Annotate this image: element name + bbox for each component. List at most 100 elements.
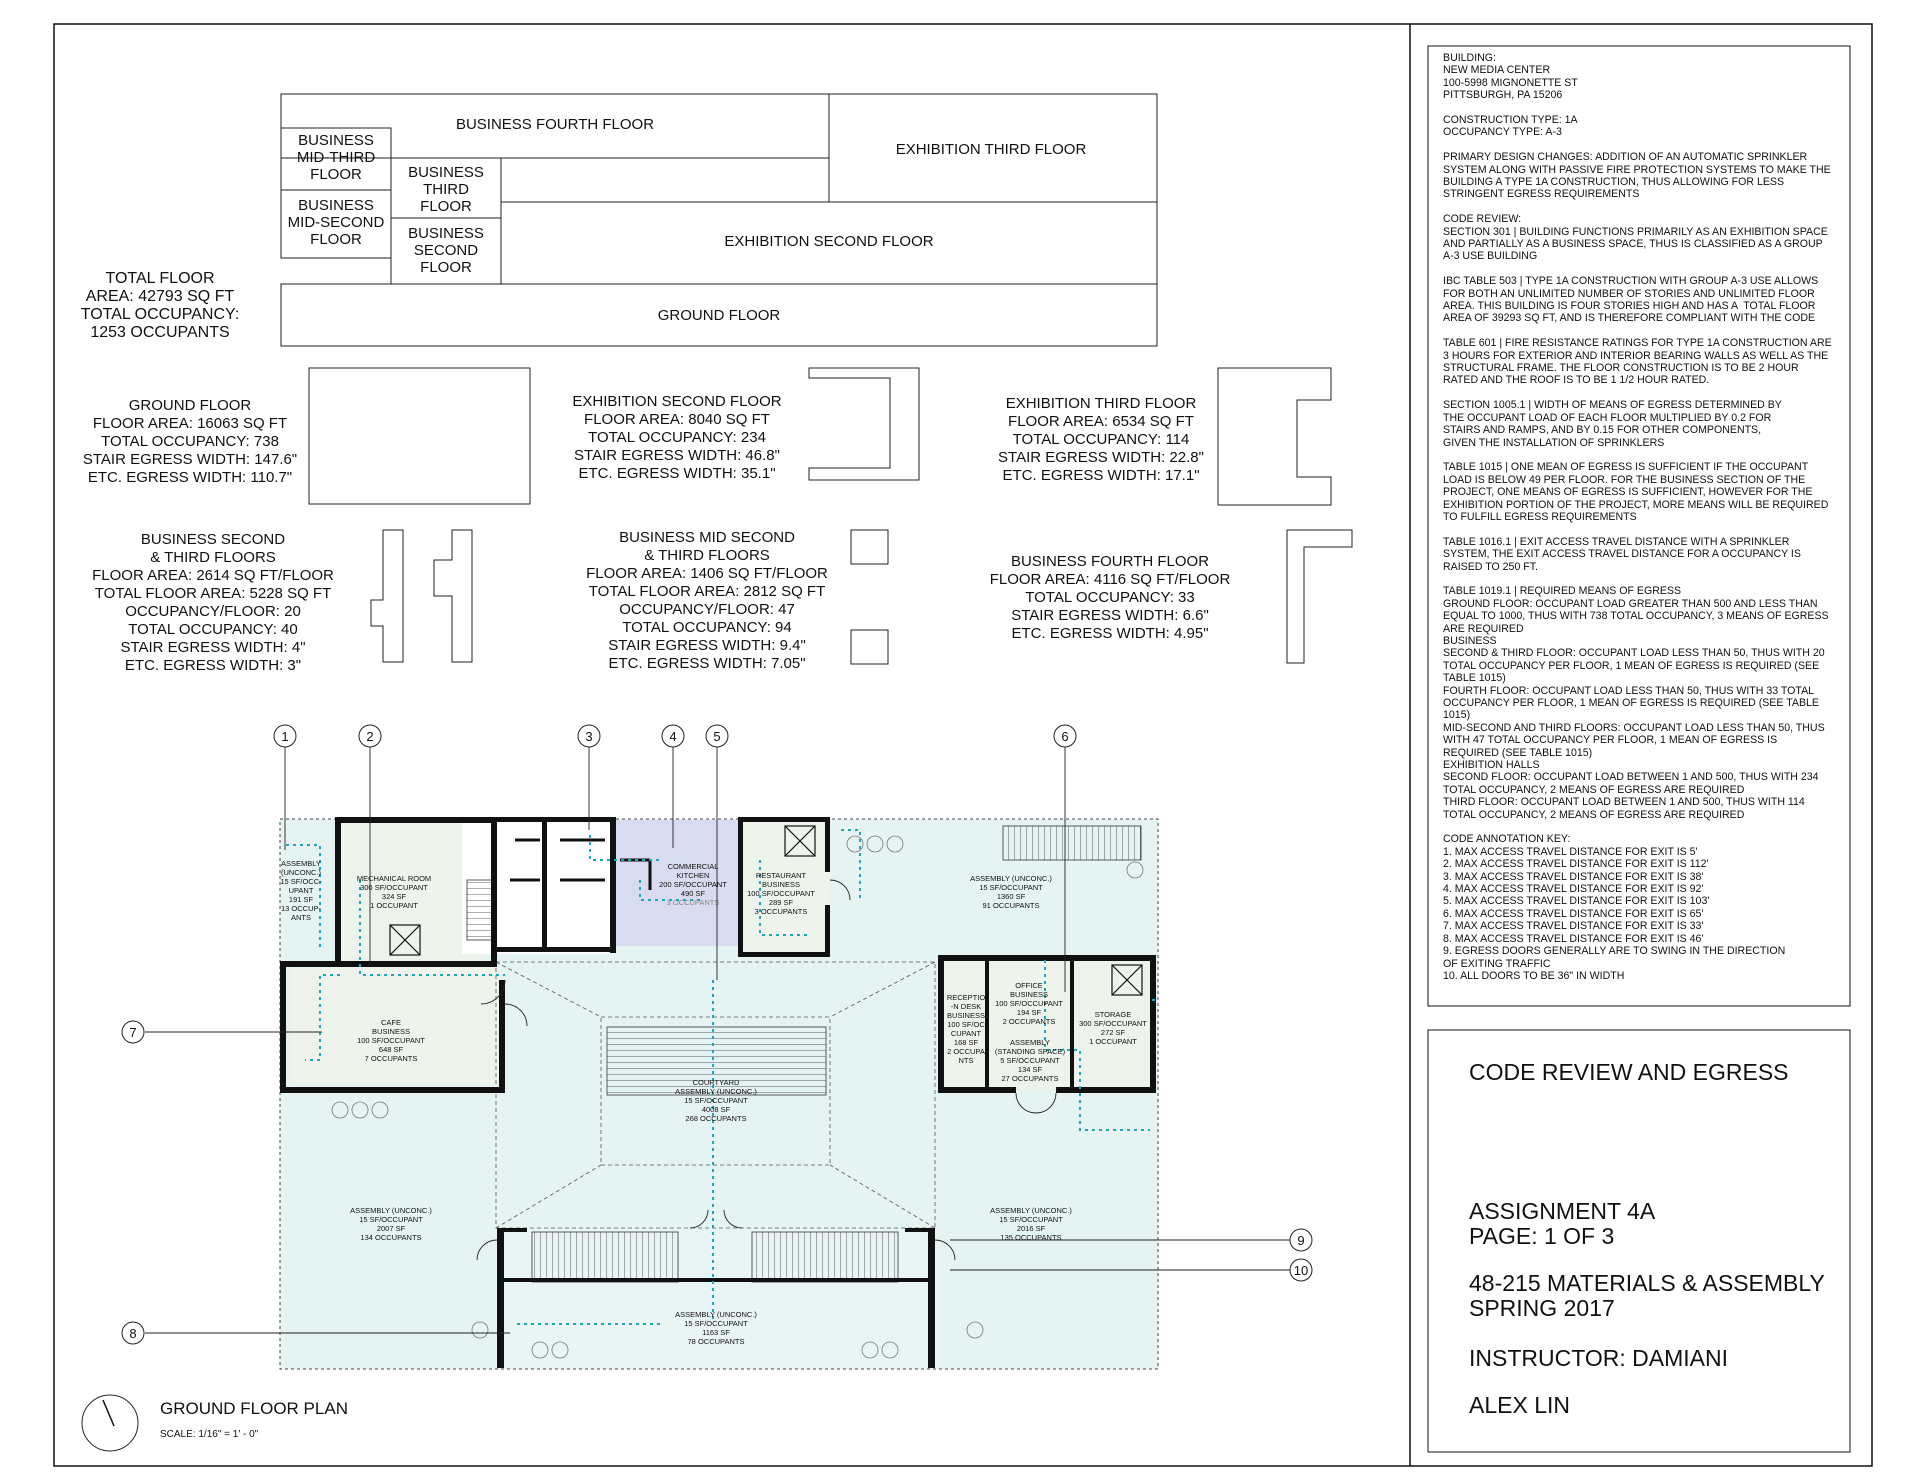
stack-business-mid-third-1: BUSINESS (298, 132, 374, 149)
svg-text:(UNCONC.): (UNCONC.) (281, 868, 321, 877)
svg-text:15 SF/OCCUPANT: 15 SF/OCCUPANT (999, 1215, 1063, 1224)
svg-text:ANTS: ANTS (291, 913, 311, 922)
svg-text:3: 3 (585, 729, 592, 744)
stack-business-second-2: SECOND (414, 242, 478, 259)
notes-line: SECOND & THIRD FLOOR: OCCUPANT LOAD LESS… (1443, 647, 1825, 660)
page-label: PAGE: 1 OF 3 (1469, 1223, 1615, 1249)
svg-text:TOTAL OCCUPANCY: 114: TOTAL OCCUPANCY: 114 (1013, 431, 1190, 448)
svg-text:15 SF/OCCUPANT: 15 SF/OCCUPANT (684, 1096, 748, 1105)
room-mechanical: MECHANICAL ROOM 300 SF/OCCUPANT 324 SF 1… (357, 874, 431, 910)
notes-block: CODE REVIEW:SECTION 301 | BUILDING FUNCT… (1443, 213, 1861, 263)
notes-line: 100-5998 MIGNONETTE ST (1443, 76, 1578, 89)
svg-text:ASSEMBLY: ASSEMBLY (281, 859, 321, 868)
svg-text:1253 OCCUPANTS: 1253 OCCUPANTS (90, 324, 229, 341)
svg-text:2: 2 (366, 729, 373, 744)
notes-line: CONSTRUCTION TYPE: 1A (1443, 114, 1578, 127)
notes-line: TABLE 601 | FIRE RESISTANCE RATINGS FOR … (1443, 337, 1832, 350)
notes-line: MID-SECOND AND THIRD FLOORS: OCCUPANT LO… (1443, 721, 1825, 734)
stack-business-second-3: FLOOR (420, 259, 472, 276)
svg-text:15 SF/OCCUPANT: 15 SF/OCCUPANT (684, 1319, 748, 1328)
plan-room-labels: ASSEMBLY (UNCONC.) 15 SF/OCC- UPANT 191 … (280, 859, 1147, 1346)
summary-business-fourth: BUSINESS FOURTH FLOOR FLOOR AREA: 4116 S… (990, 553, 1231, 642)
svg-text:OCCUPANCY/FLOOR: 20: OCCUPANCY/FLOOR: 20 (125, 603, 301, 620)
svg-text:27 OCCUPANTS: 27 OCCUPANTS (1002, 1074, 1059, 1083)
notes-line: GIVEN THE INSTALLATION OF SPRINKLERS (1443, 436, 1665, 449)
svg-text:1 OCCUPANT: 1 OCCUPANT (1089, 1037, 1137, 1046)
notes-line: 3. MAX ACCESS TRAVEL DISTANCE FOR EXIT I… (1443, 870, 1704, 883)
svg-text:191 SF: 191 SF (289, 895, 314, 904)
outline-business-fourth (1286, 529, 1353, 664)
notes-line: SYSTEM ALONG WITH PASSIVE FIRE PROTECTIO… (1443, 163, 1831, 176)
svg-text:15 SF/OCCUPANT: 15 SF/OCCUPANT (979, 883, 1043, 892)
notes-block: TABLE 1015 | ONE MEAN OF EGRESS IS SUFFI… (1443, 461, 1861, 523)
notes-line: EQUAL TO 1000, THUS WITH 738 TOTAL OCCUP… (1443, 610, 1829, 623)
outline-business-third (433, 529, 473, 663)
marker-9: 9 (1289, 1228, 1313, 1252)
svg-text:TOTAL FLOOR AREA: 5228 SQ FT: TOTAL FLOOR AREA: 5228 SQ FT (95, 585, 331, 602)
room-restaurant: RESTAURANT BUSINESS 100 SF/OCCUPANT 289 … (747, 871, 815, 916)
room-cafe: CAFE BUSINESS 100 SF/OCCUPANT 648 SF 7 O… (357, 1018, 425, 1063)
notes-block: SECTION 1005.1 | WIDTH OF MEANS OF EGRES… (1443, 399, 1861, 449)
svg-text:5 SF/OCCUPANT: 5 SF/OCCUPANT (1000, 1056, 1060, 1065)
svg-text:CUPANT: CUPANT (951, 1029, 982, 1038)
notes-line: CODE ANNOTATION KEY: (1443, 833, 1571, 846)
svg-text:ETC. EGRESS WIDTH: 110.7": ETC. EGRESS WIDTH: 110.7" (88, 469, 292, 486)
summary-exhibition-third: EXHIBITION THIRD FLOOR FLOOR AREA: 6534 … (998, 395, 1204, 484)
outline-business-mid-second (850, 529, 889, 565)
course-label: 48-215 MATERIALS & ASSEMBLY (1469, 1270, 1825, 1296)
notes-line: SECTION 1005.1 | WIDTH OF MEANS OF EGRES… (1443, 399, 1782, 412)
svg-text:FLOOR AREA: 6534 SQ FT: FLOOR AREA: 6534 SQ FT (1008, 413, 1194, 430)
room-assembly-top-right: ASSEMBLY (UNCONC.) 15 SF/OCCUPANT 1360 S… (970, 874, 1052, 910)
svg-text:RECEPTIO: RECEPTIO (947, 993, 986, 1002)
svg-text:1360 SF: 1360 SF (997, 892, 1026, 901)
notes-line: LOAD IS BELOW 49 PER FLOOR. FOR THE BUSI… (1443, 473, 1806, 486)
sheet-border (53, 23, 1873, 1467)
svg-text:300 SF/OCCUPANT: 300 SF/OCCUPANT (360, 883, 428, 892)
svg-text:MECHANICAL ROOM: MECHANICAL ROOM (357, 874, 431, 883)
svg-text:TOTAL OCCUPANCY: 738: TOTAL OCCUPANCY: 738 (101, 433, 279, 450)
notes-line: IBC TABLE 503 | TYPE 1A CONSTRUCTION WIT… (1443, 275, 1819, 288)
notes-line: 1015) (1443, 709, 1471, 722)
svg-text:OFFICE: OFFICE (1015, 981, 1043, 990)
marker-3: 3 (577, 724, 601, 748)
marker-7: 7 (121, 1020, 145, 1044)
svg-text:ASSEMBLY (UNCONC.): ASSEMBLY (UNCONC.) (990, 1206, 1072, 1215)
notes-line: RAISED TO 250 FT. (1443, 560, 1538, 573)
author-label: ALEX LIN (1469, 1392, 1570, 1418)
notes-block: CODE ANNOTATION KEY:1. MAX ACCESS TRAVEL… (1443, 833, 1861, 982)
svg-text:7 OCCUPANTS: 7 OCCUPANTS (365, 1054, 418, 1063)
stack-business-third-2: THIRD (423, 181, 469, 198)
svg-text:TOTAL FLOOR AREA: 2812 SQ FT: TOTAL FLOOR AREA: 2812 SQ FT (589, 583, 825, 600)
notes-line: EXHIBITION HALLS (1443, 759, 1540, 772)
room-courtyard: COURTYARD ASSEMBLY (UNCONC.) 15 SF/OCCUP… (675, 1078, 757, 1123)
notes-line: OCCUPANCY TYPE: A-3 (1443, 126, 1562, 139)
svg-text:BUSINESS: BUSINESS (947, 1011, 985, 1020)
svg-text:1 OCCUPANT: 1 OCCUPANT (370, 901, 418, 910)
stack-business-mid-third-2: MID-THIRD (297, 149, 375, 166)
notes-line: OF EXITING TRAFFIC (1443, 957, 1551, 970)
svg-text:9: 9 (1297, 1233, 1304, 1248)
svg-text:BUSINESS: BUSINESS (762, 880, 800, 889)
title-block-box (1427, 1029, 1851, 1453)
svg-text:200 SF/OCCUPANT: 200 SF/OCCUPANT (659, 880, 727, 889)
room-assembly-left: ASSEMBLY (UNCONC.) 15 SF/OCC- UPANT 191 … (280, 859, 322, 922)
notes-line: 10. ALL DOORS TO BE 36" IN WIDTH (1443, 969, 1625, 982)
svg-text:BUSINESS FOURTH FLOOR: BUSINESS FOURTH FLOOR (1011, 553, 1209, 570)
notes-line: 3 HOURS FOR EXTERIOR AND INTERIOR BEARIN… (1443, 349, 1829, 362)
notes-line: TABLE 1015) (1443, 672, 1506, 685)
svg-text:OCCUPANCY/FLOOR: 47: OCCUPANCY/FLOOR: 47 (619, 601, 795, 618)
svg-text:BUSINESS: BUSINESS (1010, 990, 1048, 999)
svg-text:ASSEMBLY (UNCONC.): ASSEMBLY (UNCONC.) (970, 874, 1052, 883)
room-kitchen: COMMERCIAL KITCHEN 200 SF/OCCUPANT 490 S… (659, 862, 727, 907)
outline-exhibition-third (1217, 367, 1332, 506)
notes-line: TABLE 1015 | ONE MEAN OF EGRESS IS SUFFI… (1443, 461, 1809, 474)
svg-text:5: 5 (713, 729, 720, 744)
notes-line: 8. MAX ACCESS TRAVEL DISTANCE FOR EXIT I… (1443, 932, 1704, 945)
svg-text:STAIR EGRESS WIDTH: 22.8": STAIR EGRESS WIDTH: 22.8" (998, 449, 1204, 466)
notes-line: A-3 USE BUILDING (1443, 250, 1538, 263)
svg-text:1163 SF: 1163 SF (702, 1328, 730, 1337)
room-standing: ASSEMBLY (STANDING SPACE) 5 SF/OCCUPANT … (995, 1038, 1066, 1083)
svg-text:GROUND FLOOR: GROUND FLOOR (129, 397, 252, 414)
